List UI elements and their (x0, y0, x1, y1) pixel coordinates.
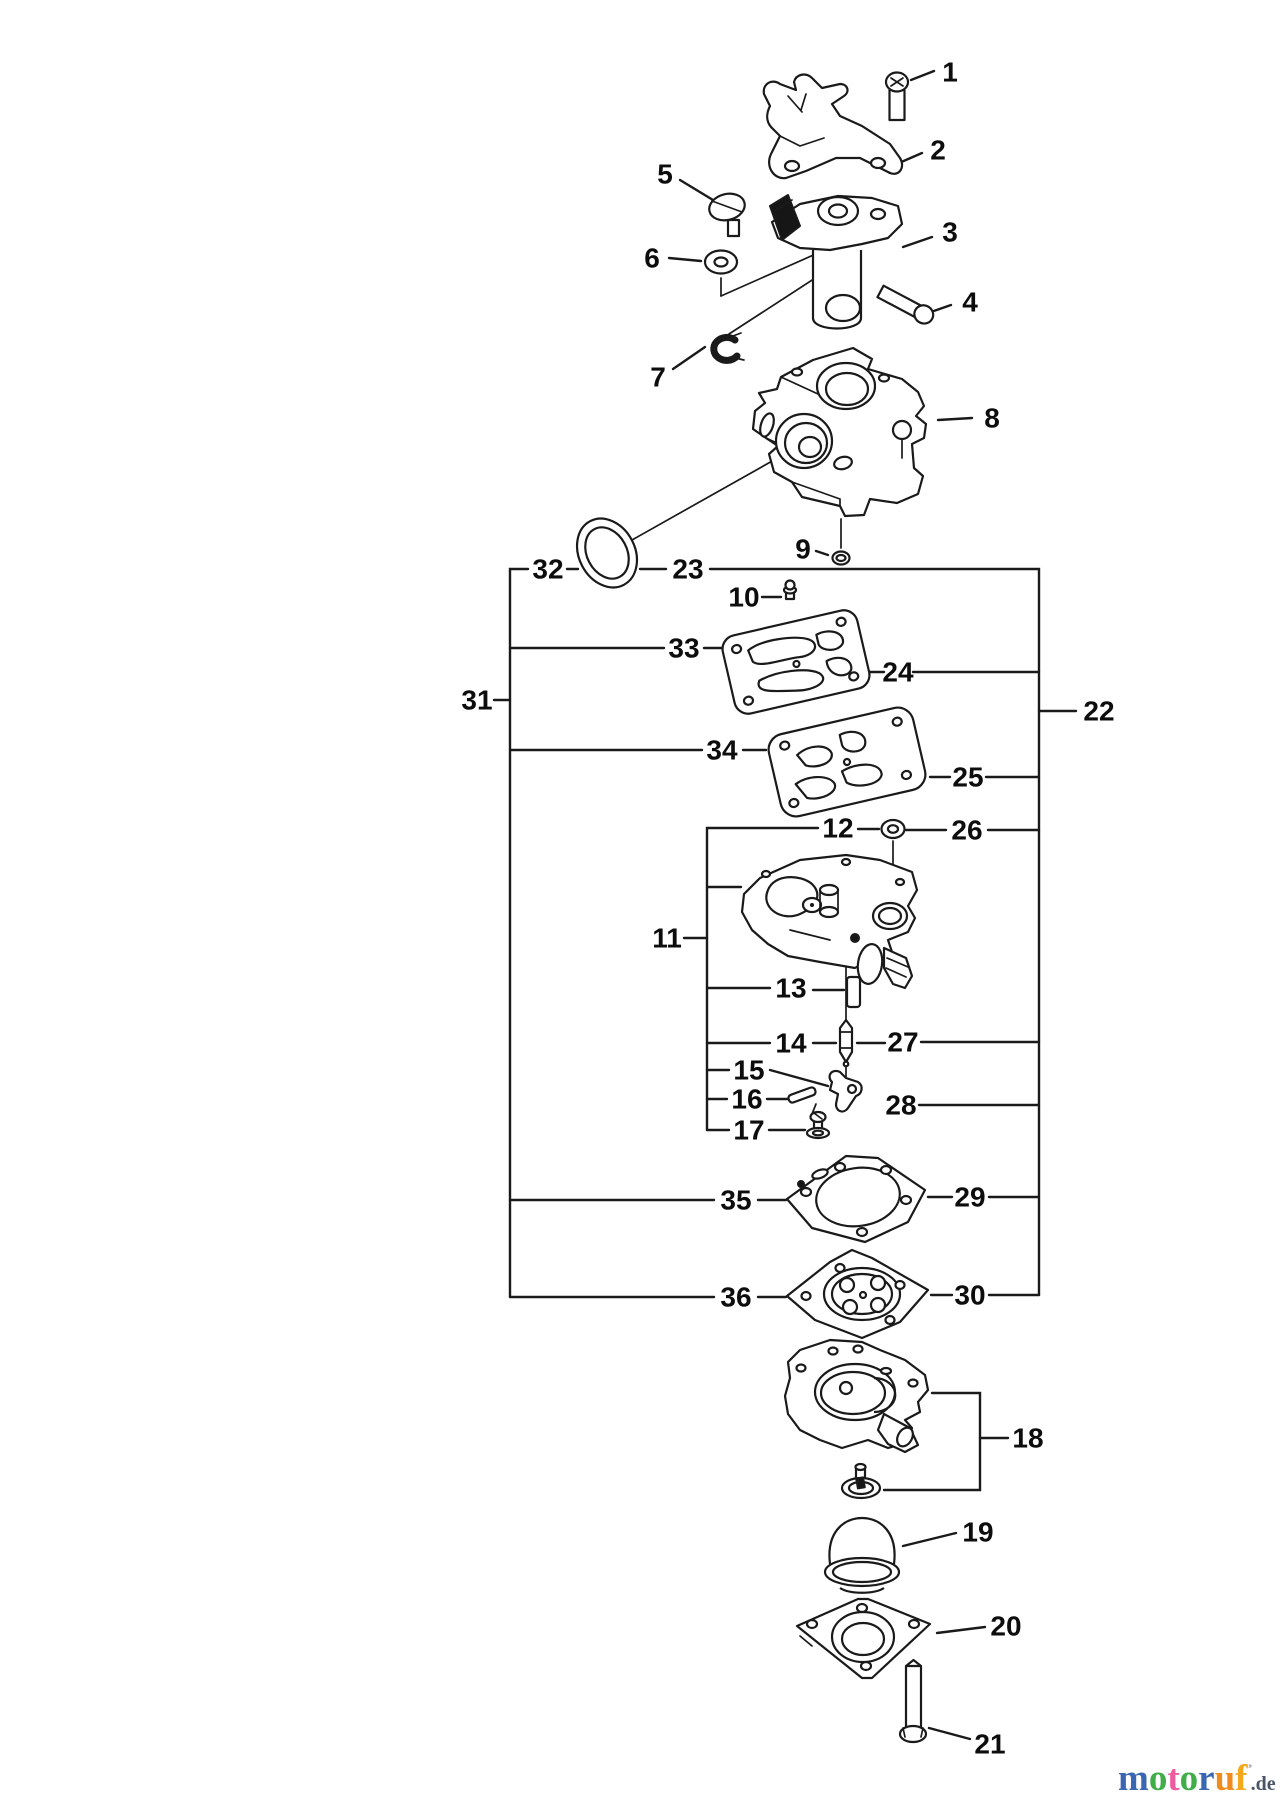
watermark-letter: m (1118, 1758, 1149, 1799)
part-23-seal-ring (575, 517, 639, 589)
part-8-carburetor-body (751, 346, 928, 518)
callout-31: 31 (461, 685, 492, 716)
callout-3: 3 (942, 217, 958, 248)
callout-16: 16 (731, 1084, 762, 1115)
callout-12: 12 (822, 813, 853, 844)
callout-15: 15 (733, 1055, 764, 1086)
callout-1: 1 (942, 57, 958, 88)
part-3-throttle-body (769, 194, 904, 330)
callout-32: 32 (532, 554, 563, 585)
callout-labels: 1 2 3 4 5 6 7 8 9 10 11 12 13 14 15 16 1… (461, 57, 1114, 1760)
part-14-needle (838, 1018, 854, 1068)
callout-19: 19 (962, 1517, 993, 1548)
callout-2: 2 (930, 135, 946, 166)
part-2-throttle-bracket (762, 73, 904, 180)
bracket-lines (492, 567, 1078, 1492)
motoruf-watermark: motoruf’’.de (1118, 1749, 1276, 1800)
callout-11: 11 (652, 923, 682, 954)
callout-5: 5 (657, 159, 673, 190)
part-9-o-ring (831, 550, 851, 566)
part-1-screw (884, 71, 910, 122)
part-17-screw (805, 1110, 831, 1140)
part-30-pump-diaphragm (785, 1248, 930, 1340)
watermark-trademark-tick: ’’ (1247, 1761, 1253, 1775)
watermark-letter: o (1179, 1758, 1199, 1799)
part-21-screw (898, 1658, 928, 1744)
watermark-letter: r (1198, 1758, 1215, 1799)
part-4-screw (876, 284, 935, 325)
callout-9: 9 (795, 534, 811, 565)
part-16-pin (787, 1086, 817, 1104)
callout-33: 33 (668, 633, 699, 664)
part-18-check-valve (840, 1462, 882, 1500)
callout-29: 29 (954, 1182, 985, 1213)
part-5-screw (708, 192, 746, 238)
callout-10: 10 (728, 582, 759, 613)
callout-14: 14 (775, 1028, 807, 1059)
callout-23: 23 (672, 554, 703, 585)
callout-22: 22 (1083, 696, 1114, 727)
callout-7: 7 (650, 362, 666, 393)
part-24-metering-gasket (721, 609, 871, 715)
callout-6: 6 (644, 243, 660, 274)
callout-20: 20 (990, 1611, 1021, 1642)
watermark-letter: o (1148, 1758, 1168, 1799)
callout-4: 4 (962, 287, 978, 318)
part-29-pump-gasket (785, 1154, 927, 1244)
callout-34: 34 (706, 735, 738, 766)
part-7-e-clip (710, 332, 745, 364)
callout-25: 25 (952, 762, 983, 793)
part-20-primer-plate (795, 1597, 932, 1680)
callout-36: 36 (720, 1282, 751, 1313)
part-18-pump-body (783, 1338, 930, 1454)
part-25-metering-diaphragm (767, 706, 927, 818)
callout-28: 28 (885, 1090, 916, 1121)
callout-8: 8 (984, 403, 1000, 434)
part-11-metering-body (740, 853, 919, 990)
callout-21: 21 (974, 1729, 1005, 1760)
part-6-washer (703, 249, 739, 275)
callout-17: 17 (733, 1115, 764, 1146)
part-19-primer-bulb (823, 1516, 901, 1594)
callout-26: 26 (951, 815, 982, 846)
callout-27: 27 (887, 1027, 918, 1058)
part-10-inlet-screen (782, 579, 798, 601)
callout-18: 18 (1012, 1423, 1043, 1454)
watermark-letter: f (1235, 1758, 1248, 1799)
watermark-letter: t (1167, 1758, 1180, 1799)
part-12-screen-disc (880, 818, 906, 840)
watermark-letter: u (1214, 1758, 1236, 1799)
callout-24: 24 (882, 657, 914, 688)
part-28-metering-lever (828, 1069, 863, 1113)
callout-13: 13 (775, 973, 806, 1004)
watermark-domain-suffix: .de (1250, 1773, 1276, 1795)
part-13-spring (845, 975, 862, 1009)
callout-30: 30 (954, 1280, 985, 1311)
callout-35: 35 (720, 1185, 751, 1216)
